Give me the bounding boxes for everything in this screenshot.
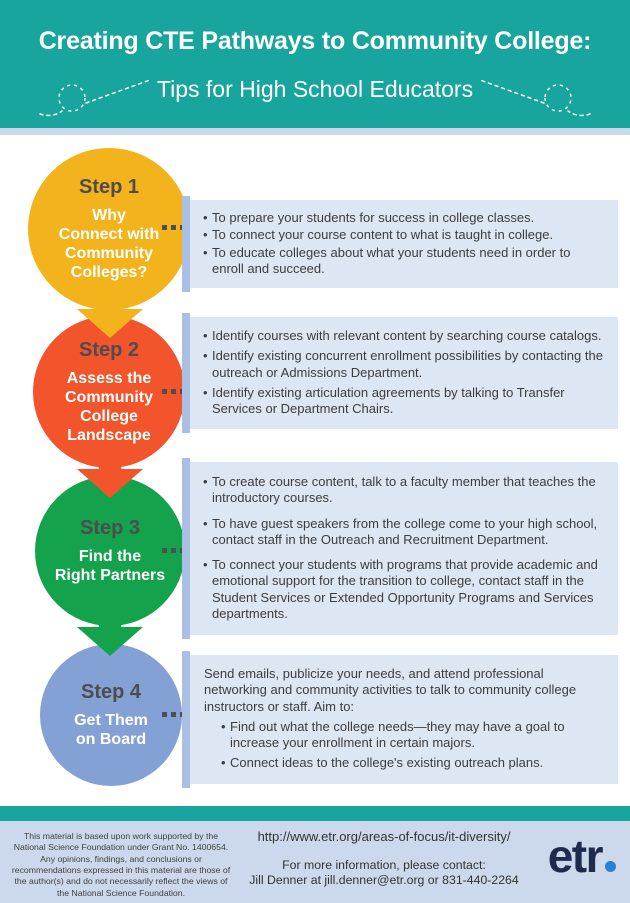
step3-title: Find the Right Partners — [54, 547, 166, 584]
squiggle-doodle-icon — [479, 79, 591, 117]
bullet-item: To prepare your students for success in … — [200, 210, 604, 227]
dotted-connector — [162, 225, 185, 230]
bullet-item: Identify existing concurrent enrollment … — [200, 348, 604, 381]
contact-heading: For more information, please contact: — [282, 858, 486, 872]
step2-label: Step 2 — [78, 338, 140, 361]
footer-center-column: http://www.etr.org/areas-of-focus/it-div… — [234, 829, 534, 887]
step4-label: Step 4 — [80, 680, 142, 703]
step3-bullets: To create course content, talk to a facu… — [200, 474, 604, 622]
bullet-item: To connect your students with programs t… — [200, 557, 604, 622]
bullet-item: To educate colleges about what your stud… — [200, 245, 604, 278]
tip-box-accent-bar — [182, 196, 190, 292]
step3-tip-box: To create course content, talk to a facu… — [182, 458, 618, 639]
tip-box-accent-bar — [182, 651, 190, 788]
footer-divider-bar — [0, 806, 630, 821]
bullet-item: Find out what the college needs—they may… — [218, 719, 604, 752]
step4-circle: Step 4 Get Them on Board — [40, 644, 182, 786]
step2-circle: Step 2 Assess the Community College Land… — [33, 316, 185, 468]
bullet-item: To connect your course content to what i… — [200, 227, 604, 244]
step4-tip-box: Send emails, publicize your needs, and a… — [182, 651, 618, 788]
step2-bullets: Identify courses with relevant content b… — [200, 328, 604, 417]
dotted-connector — [162, 389, 185, 394]
nsf-disclaimer: This material is based upon work support… — [11, 831, 231, 898]
tip-box-accent-bar — [182, 313, 190, 434]
step1-tip-box: To prepare your students for success in … — [182, 196, 618, 292]
bullet-item: To create course content, talk to a facu… — [200, 474, 604, 507]
bullet-item: Connect ideas to the college's existing … — [218, 755, 604, 772]
bullet-item: Identify courses with relevant content b… — [200, 328, 604, 345]
dotted-connector — [162, 548, 185, 553]
footer-url: http://www.etr.org/areas-of-focus/it-div… — [257, 829, 511, 844]
step1-bullets: To prepare your students for success in … — [200, 210, 604, 277]
page-subtitle: Tips for High School Educators — [156, 76, 474, 102]
squiggle-doodle-icon — [39, 79, 151, 117]
tip-box-accent-bar — [182, 458, 190, 639]
step3-label: Step 3 — [79, 516, 141, 539]
etr-logo: etr — [548, 829, 616, 883]
step1-label: Step 1 — [78, 175, 140, 198]
step2-tip-box: Identify courses with relevant content b… — [182, 313, 618, 434]
step3-circle: Step 3 Find the Right Partners — [35, 476, 185, 626]
step1-title: Why Connect with Community Colleges? — [58, 206, 160, 282]
step4-bullets: Find out what the college needs—they may… — [218, 719, 604, 772]
etr-logo-dot-icon — [605, 861, 616, 872]
bullet-item: To have guest speakers from the college … — [200, 516, 604, 549]
header: Creating CTE Pathways to Community Colle… — [0, 0, 630, 128]
etr-logo-text: etr — [547, 830, 604, 882]
step4-intro: Send emails, publicize your needs, and a… — [204, 666, 577, 714]
page-title: Creating CTE Pathways to Community Colle… — [38, 27, 592, 55]
header-divider — [0, 128, 630, 135]
contact-detail: Jill Denner at jill.denner@etr.org or 83… — [249, 873, 519, 887]
dotted-connector — [162, 712, 185, 717]
step2-title: Assess the Community College Landscape — [65, 369, 153, 445]
footer: This material is based upon work support… — [0, 821, 630, 903]
bullet-item: Identify existing articulation agreement… — [200, 385, 604, 418]
step4-title: Get Them on Board — [74, 711, 148, 748]
